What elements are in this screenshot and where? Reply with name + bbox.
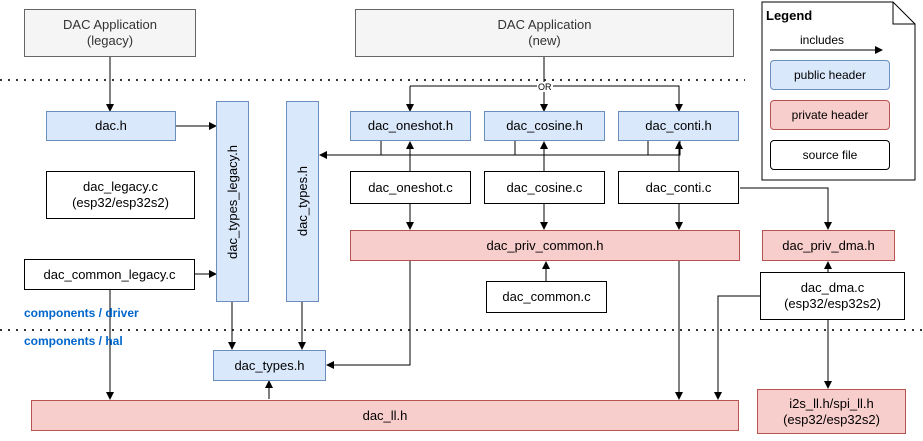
dac-cosine-header: dac_cosine.h — [484, 111, 605, 141]
dac-oneshot-header: dac_oneshot.h — [350, 111, 471, 141]
legend-private-header: private header — [770, 100, 890, 130]
dac-priv-dma-header: dac_priv_dma.h — [762, 230, 895, 261]
dac-types-hal-header: dac_types.h — [213, 350, 326, 381]
dac-h-header: dac.h — [46, 111, 176, 141]
legend-source-file: source file — [770, 140, 890, 170]
edge-dma-c-ll — [714, 295, 760, 400]
dac-legacy-source: dac_legacy.c (esp32/esp32s2) — [46, 171, 195, 219]
dac-oneshot-source: dac_oneshot.c — [350, 171, 471, 204]
dac-ll-header: dac_ll.h — [31, 400, 739, 431]
driver-layer-label: components / driver — [24, 306, 139, 320]
dac-types-legacy-header: dac_types_legacy.h — [216, 101, 249, 302]
dac-types-driver-label: dac_types.h — [294, 166, 310, 237]
edge-priv-common-hal-types — [326, 261, 411, 369]
dac-dma-source: dac_dma.c (esp32/esp32s2) — [760, 272, 905, 320]
dac-types-driver-header: dac_types.h — [286, 101, 319, 302]
or-label: OR — [537, 82, 553, 92]
hal-layer-label: components / hal — [24, 334, 123, 348]
edge-or-oneshot — [410, 85, 544, 111]
legacy-application: DAC Application (legacy) — [24, 9, 196, 57]
legend-public-header: public header — [770, 60, 890, 90]
legend-title: Legend — [766, 8, 813, 23]
legend-includes-label: includes — [800, 33, 845, 47]
i2s-spi-ll-header: i2s_ll.h/spi_ll.h (esp32/esp32s2) — [757, 389, 906, 434]
dac-conti-source: dac_conti.c — [618, 171, 739, 204]
edge-conti-c-priv-dma — [740, 187, 832, 230]
new-application: DAC Application (new) — [355, 9, 734, 57]
dac-common-legacy-source: dac_common_legacy.c — [24, 259, 195, 290]
edge-public-headers-types — [319, 141, 681, 159]
edge-or-conti — [544, 85, 683, 112]
legend-note-fold — [892, 2, 915, 25]
dac-common-source: dac_common.c — [486, 281, 607, 313]
dac-priv-common-header: dac_priv_common.h — [350, 230, 740, 261]
dac-types-legacy-label: dac_types_legacy.h — [224, 144, 240, 259]
dac-conti-header: dac_conti.h — [618, 111, 739, 141]
dac-cosine-source: dac_cosine.c — [484, 171, 605, 204]
